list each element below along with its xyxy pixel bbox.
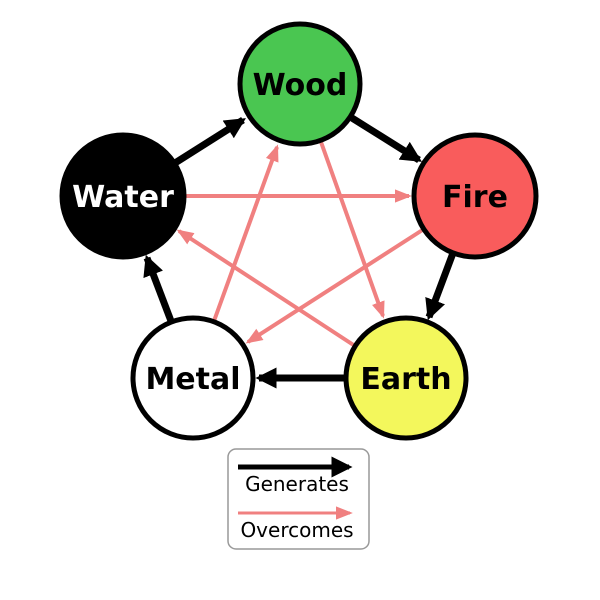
generates-arrow-fire-earth xyxy=(425,251,457,321)
generates-arrows-group xyxy=(143,115,457,389)
node-earth-label: Earth xyxy=(360,362,451,397)
overcomes-arrows-group xyxy=(176,141,426,348)
node-fire-circle xyxy=(411,132,539,260)
node-metal-label: Metal xyxy=(145,362,240,397)
legend-generates-label: Generates xyxy=(245,472,349,496)
legend-box: Generates Overcomes xyxy=(227,448,370,550)
overcomes-arrow-wood-earth xyxy=(319,141,385,319)
element-nodes-group xyxy=(59,21,539,441)
generates-arrow-metal-water xyxy=(143,254,175,323)
node-earth-circle xyxy=(343,315,469,441)
node-water-label: Water xyxy=(72,180,174,215)
node-metal-circle xyxy=(130,315,256,441)
node-fire-label: Fire xyxy=(442,180,508,215)
node-wood-circle xyxy=(237,21,363,147)
legend-overcomes-label: Overcomes xyxy=(240,518,353,542)
generates-arrow-water-wood xyxy=(173,117,246,166)
overcomes-arrow-fire-metal xyxy=(245,227,426,344)
overcomes-arrow-earth-water xyxy=(176,229,357,348)
overcomes-arrow-metal-wood xyxy=(212,144,279,322)
node-water-circle xyxy=(59,132,187,260)
generates-arrow-wood-fire xyxy=(350,115,422,163)
node-wood-label: Wood xyxy=(253,68,348,103)
